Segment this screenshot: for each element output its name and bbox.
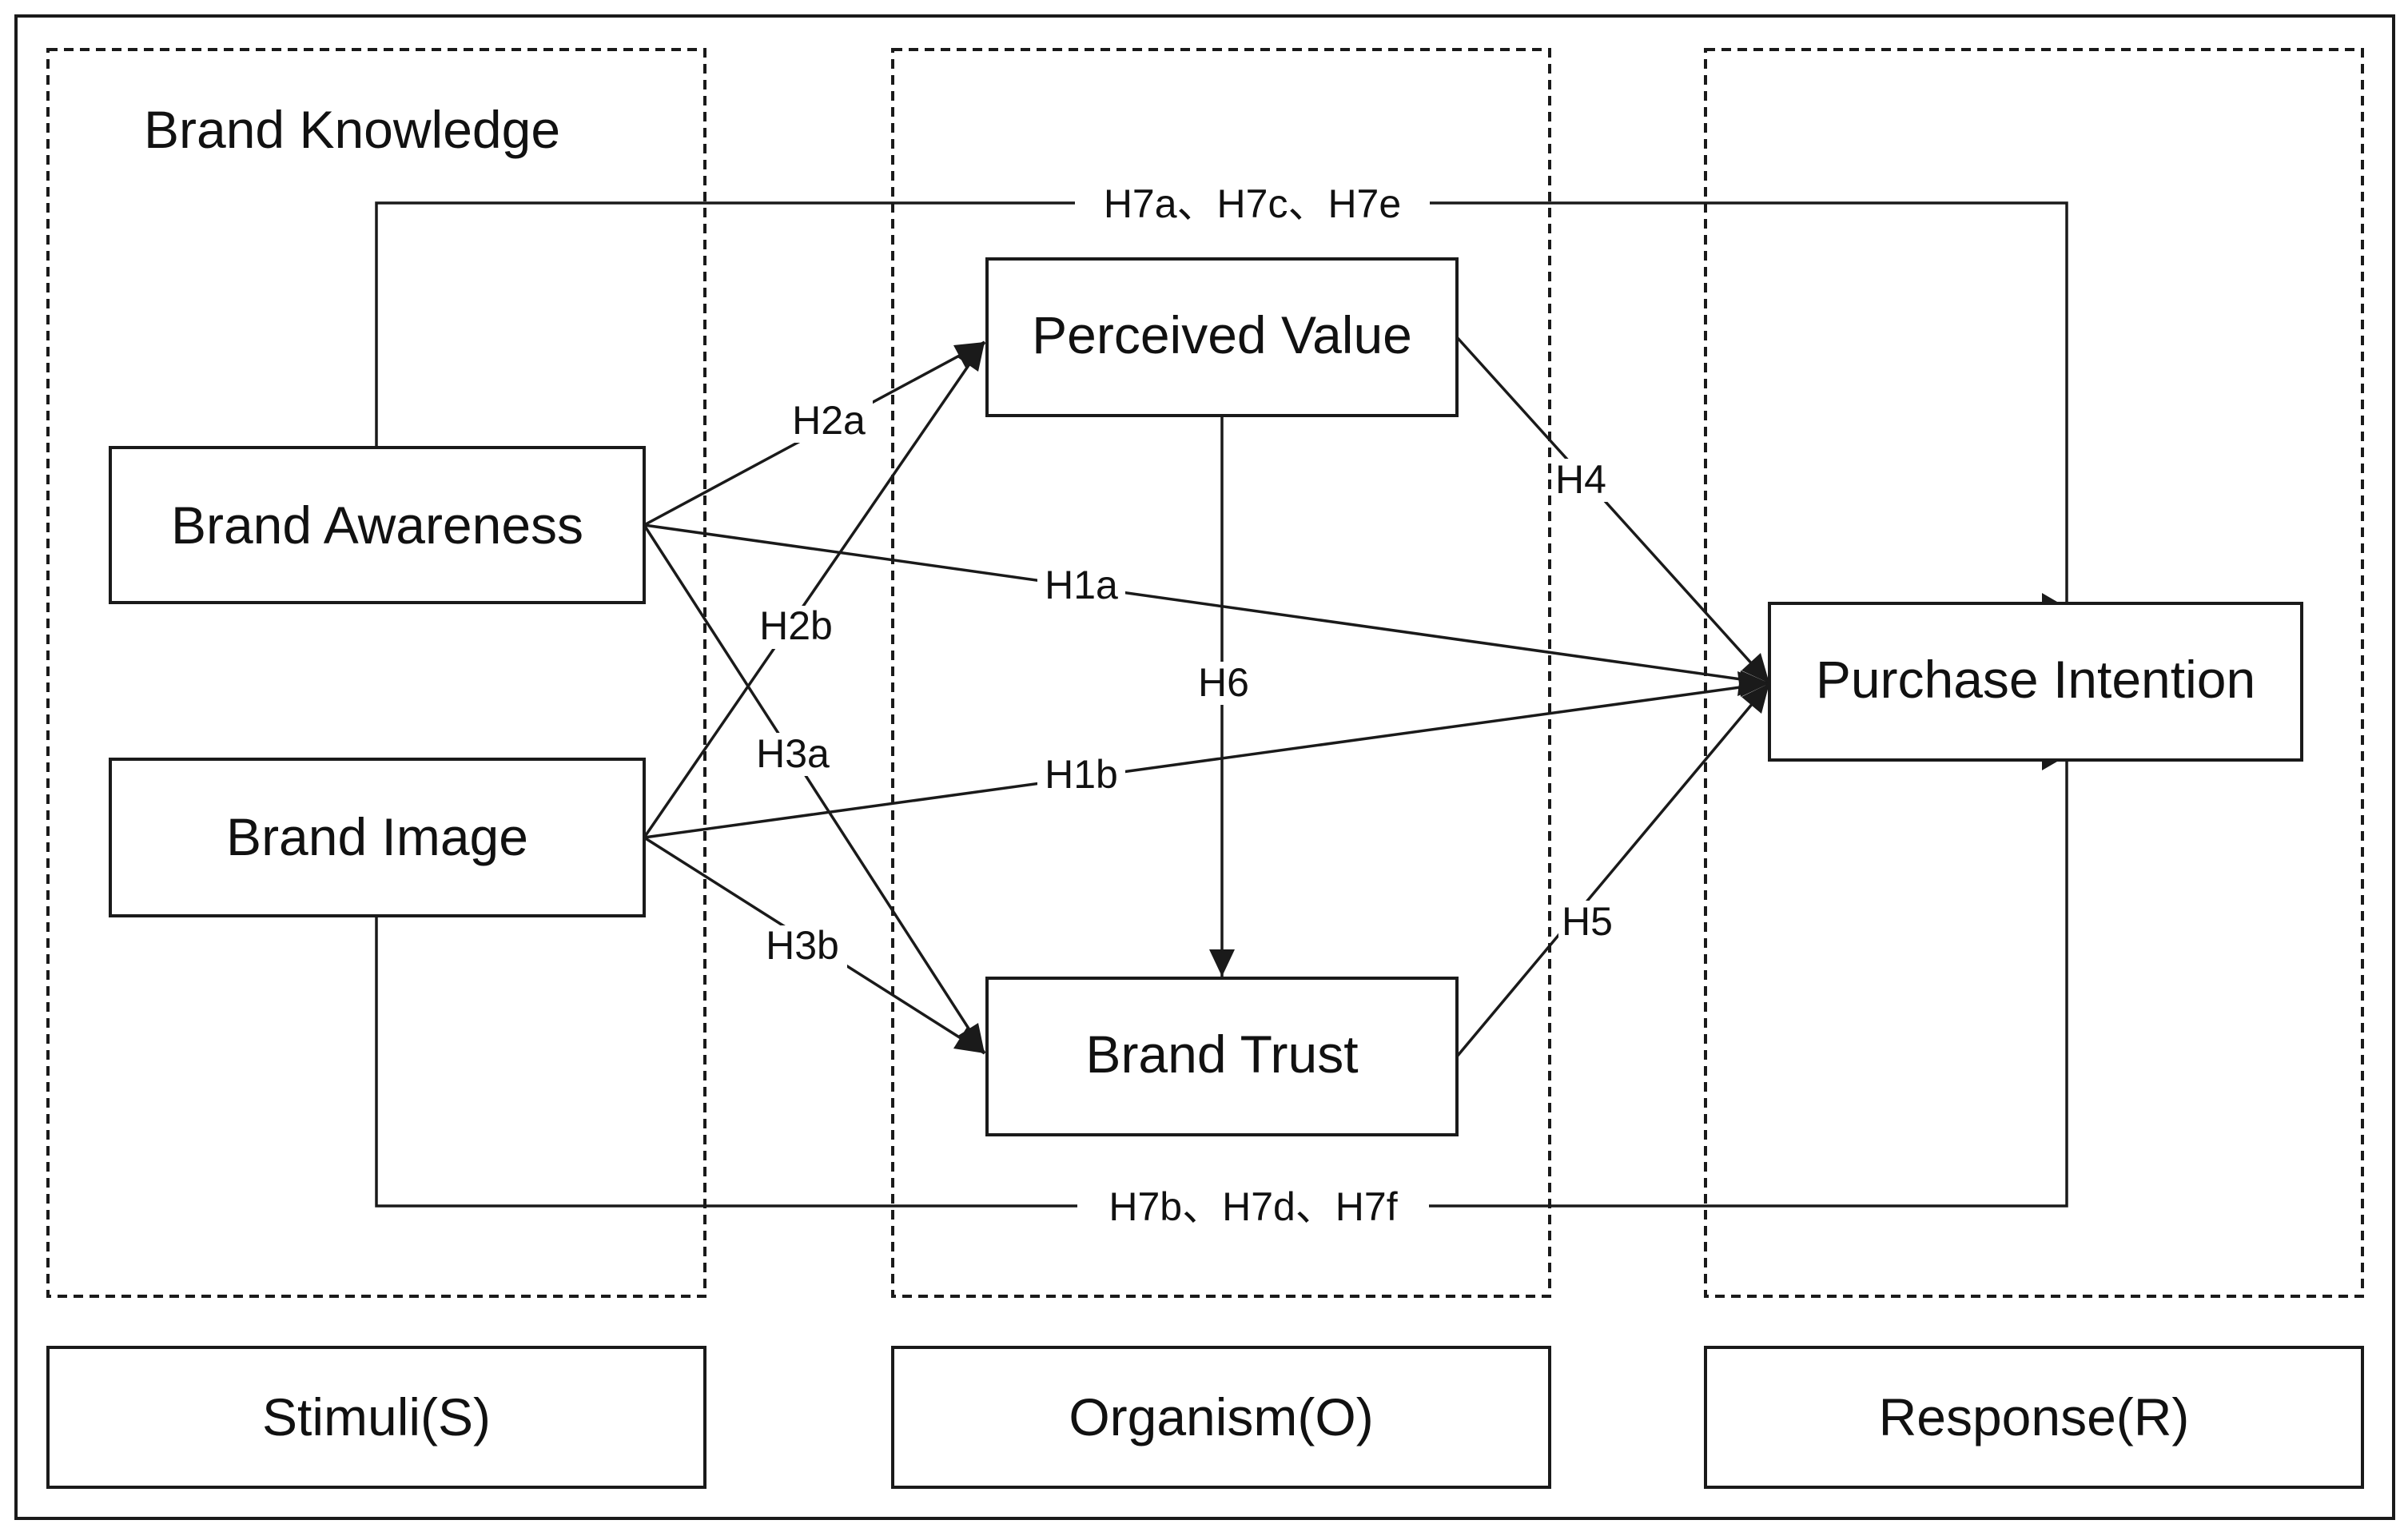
edge-h2b	[643, 341, 986, 838]
h4-text: H4	[1555, 457, 1606, 502]
brand-awareness-label: Brand Awareness	[171, 495, 583, 555]
brand-trust-label: Brand Trust	[1085, 1025, 1358, 1084]
h3a-text: H3a	[756, 731, 830, 776]
label-h1b: H1b	[1037, 752, 1125, 797]
perceived-value-node: Perceived Value	[985, 257, 1459, 417]
label-h7-upper: H7a、H7c、H7e	[1075, 181, 1430, 226]
edge-h1a	[643, 523, 1770, 685]
response-box: Response(R)	[1704, 1346, 2364, 1489]
arrowhead-h2b	[957, 342, 985, 372]
label-h1a: H1a	[1037, 563, 1125, 607]
edge-h5	[1455, 682, 1771, 1058]
h5-text: H5	[1562, 899, 1613, 944]
brand-knowledge-title: Brand Knowledge	[144, 100, 560, 159]
stimuli-group	[46, 48, 706, 1298]
label-h3b: H3b	[758, 923, 847, 969]
organism-label: Organism(O)	[1069, 1387, 1373, 1446]
label-h4: H4	[1552, 457, 1610, 502]
arrowhead-h5	[1741, 683, 1769, 714]
arrowhead-h4	[1741, 653, 1769, 683]
stimuli-label: Stimuli(S)	[262, 1387, 491, 1446]
label-h6: H6	[1196, 660, 1252, 705]
h7-lower-text: H7b、H7d、H7f	[1108, 1184, 1397, 1229]
edge-h3a	[643, 524, 986, 1054]
arrowhead-h6	[1209, 949, 1235, 977]
label-h5: H5	[1558, 899, 1616, 944]
h2b-text: H2b	[759, 603, 833, 648]
label-h2a: H2a	[785, 398, 873, 443]
brand-image-node: Brand Image	[109, 758, 646, 917]
response-label: Response(R)	[1879, 1387, 2190, 1446]
h1b-text: H1b	[1045, 752, 1118, 797]
brand-image-label: Brand Image	[226, 807, 528, 866]
brand-trust-node: Brand Trust	[985, 977, 1459, 1136]
brand-awareness-node: Brand Awareness	[109, 446, 646, 604]
edge-h4	[1455, 336, 1771, 685]
perceived-value-label: Perceived Value	[1032, 305, 1412, 364]
stimuli-box: Stimuli(S)	[46, 1346, 706, 1489]
purchase-intention-label: Purchase Intention	[1816, 650, 2255, 709]
h2a-text: H2a	[792, 398, 866, 443]
label-h3a: H3a	[748, 731, 838, 776]
h1a-text: H1a	[1045, 563, 1118, 607]
h7-upper-text: H7a、H7c、H7e	[1104, 181, 1401, 226]
purchase-intention-node: Purchase Intention	[1768, 602, 2303, 762]
outer-frame	[14, 14, 2395, 1520]
edge-h1b	[643, 682, 1770, 839]
label-h2b: H2b	[751, 603, 841, 649]
arrowhead-h3b	[953, 1027, 985, 1053]
organism-group	[891, 48, 1551, 1298]
arrowhead-h1b	[1737, 671, 1769, 697]
label-h7-lower: H7b、H7d、H7f	[1077, 1184, 1429, 1229]
h3b-text: H3b	[766, 923, 839, 968]
h6-text: H6	[1198, 660, 1249, 705]
organism-box: Organism(O)	[891, 1346, 1551, 1489]
